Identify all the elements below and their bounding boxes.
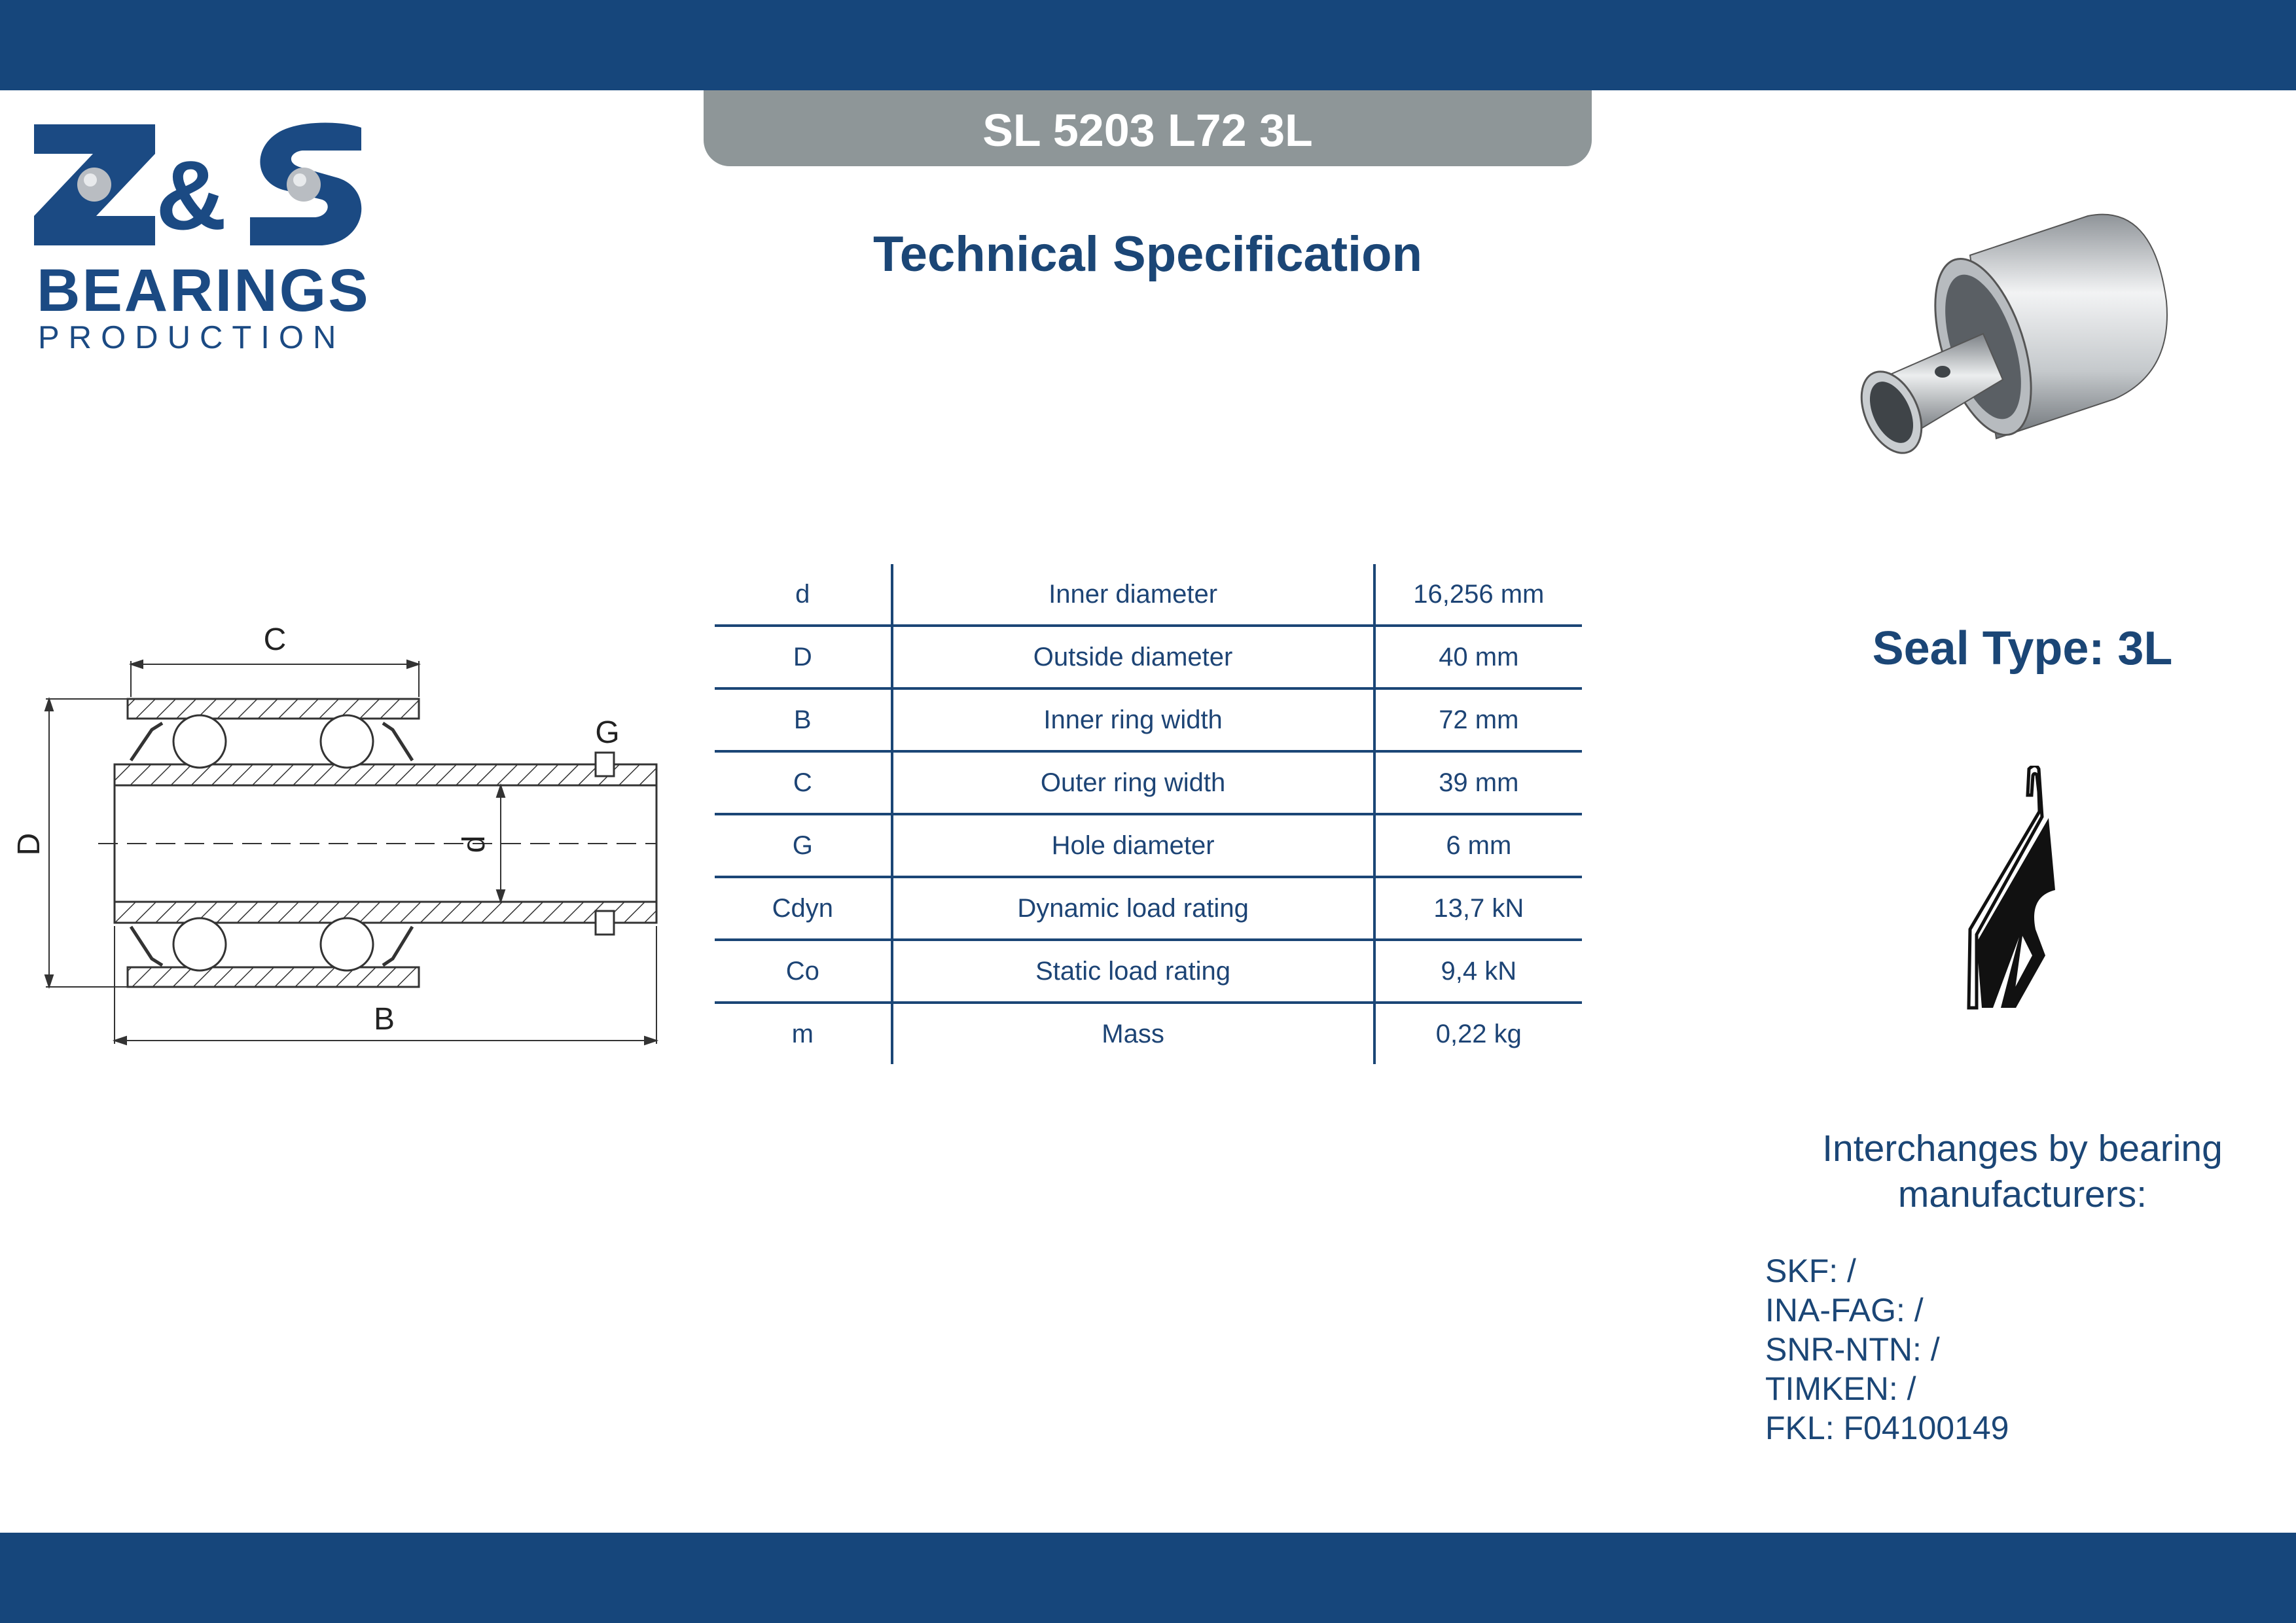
dimension-label-outside-d: D [12,833,46,856]
spec-symbol: Co [715,940,893,1003]
bottom-band [0,1533,2296,1623]
spec-value: 0,22 kg [1435,1019,1522,1048]
interchange-heading-line2: manufacturers: [1897,1173,2147,1215]
part-number: SL 5203 L72 3L [704,90,1592,166]
spec-value: 40 mm [1439,642,1519,671]
list-item: SKF: / [1765,1253,1856,1289]
spec-name: Mass [891,1003,1376,1064]
dimension-label-g: G [595,715,619,750]
dimension-label-c: C [264,622,287,657]
list-item: FKL: F04100149 [1765,1410,2009,1446]
spec-name: Hole diameter [891,814,1376,877]
list-item: SNR-NTN: / [1765,1331,1940,1368]
table-row: d Inner diameter 16,256 mm [715,564,1582,626]
brand-subtitle: PRODUCTION [38,320,346,355]
table-row: D Outside diameter 40 mm [715,626,1582,688]
brand-name: BEARINGS [37,257,370,324]
spec-symbol: Cdyn [715,877,893,940]
zs-logo-mark: & [34,122,362,250]
list-item: TIMKEN: / [1765,1370,1916,1407]
table-row: Co Static load rating 9,4 kN [715,940,1582,1003]
seal-type-heading: Seal Type: 3L [1872,622,2173,675]
bearing-cross-section-drawing: C D G d B [12,622,659,1046]
svg-text:&: & [156,140,226,250]
spec-name: Inner diameter [891,564,1376,626]
spec-value: 9,4 kN [1441,956,1517,986]
page-title: Technical Specification [872,226,1423,282]
spec-symbol: B [715,688,893,751]
dimension-label-b: B [374,1002,395,1037]
table-row: m Mass 0,22 kg [715,1003,1582,1064]
spec-symbol: D [715,626,893,688]
interchange-list: SKF: / INA-FAG: / SNR-NTN: / TIMKEN: / F… [1765,1251,2009,1448]
interchange-heading: Interchanges by bearing manufacturers: [1767,1126,2278,1217]
spec-name: Outer ring width [891,751,1376,814]
top-band [0,0,2296,90]
seal-profile-icon [1967,766,2055,1010]
table-row: B Inner ring width 72 mm [715,688,1582,751]
spec-value: 16,256 mm [1413,579,1545,609]
product-photo [1860,213,2168,454]
spec-table: d Inner diameter 16,256 mm D Outside dia… [715,564,1582,1064]
spec-name: Inner ring width [891,688,1376,751]
spec-value: 39 mm [1439,768,1519,797]
company-logo: & BEARINGS PRODUCTION [34,118,370,355]
table-row: G Hole diameter 6 mm [715,814,1582,877]
spec-symbol: C [715,751,893,814]
table-row: C Outer ring width 39 mm [715,751,1582,814]
list-item: INA-FAG: / [1765,1292,1924,1329]
spec-name: Dynamic load rating [891,877,1376,940]
spec-symbol: m [715,1003,893,1064]
dimension-label-inner-d: d [457,836,492,853]
spec-value: 72 mm [1439,705,1519,734]
spec-name: Static load rating [891,940,1376,1003]
spec-value: 6 mm [1446,830,1512,860]
table-row: Cdyn Dynamic load rating 13,7 kN [715,877,1582,940]
interchange-heading-line1: Interchanges by bearing [1822,1128,2223,1169]
spec-value: 13,7 kN [1433,893,1524,923]
spec-name: Outside diameter [891,626,1376,688]
spec-symbol: G [715,814,893,877]
spec-symbol: d [715,564,893,626]
